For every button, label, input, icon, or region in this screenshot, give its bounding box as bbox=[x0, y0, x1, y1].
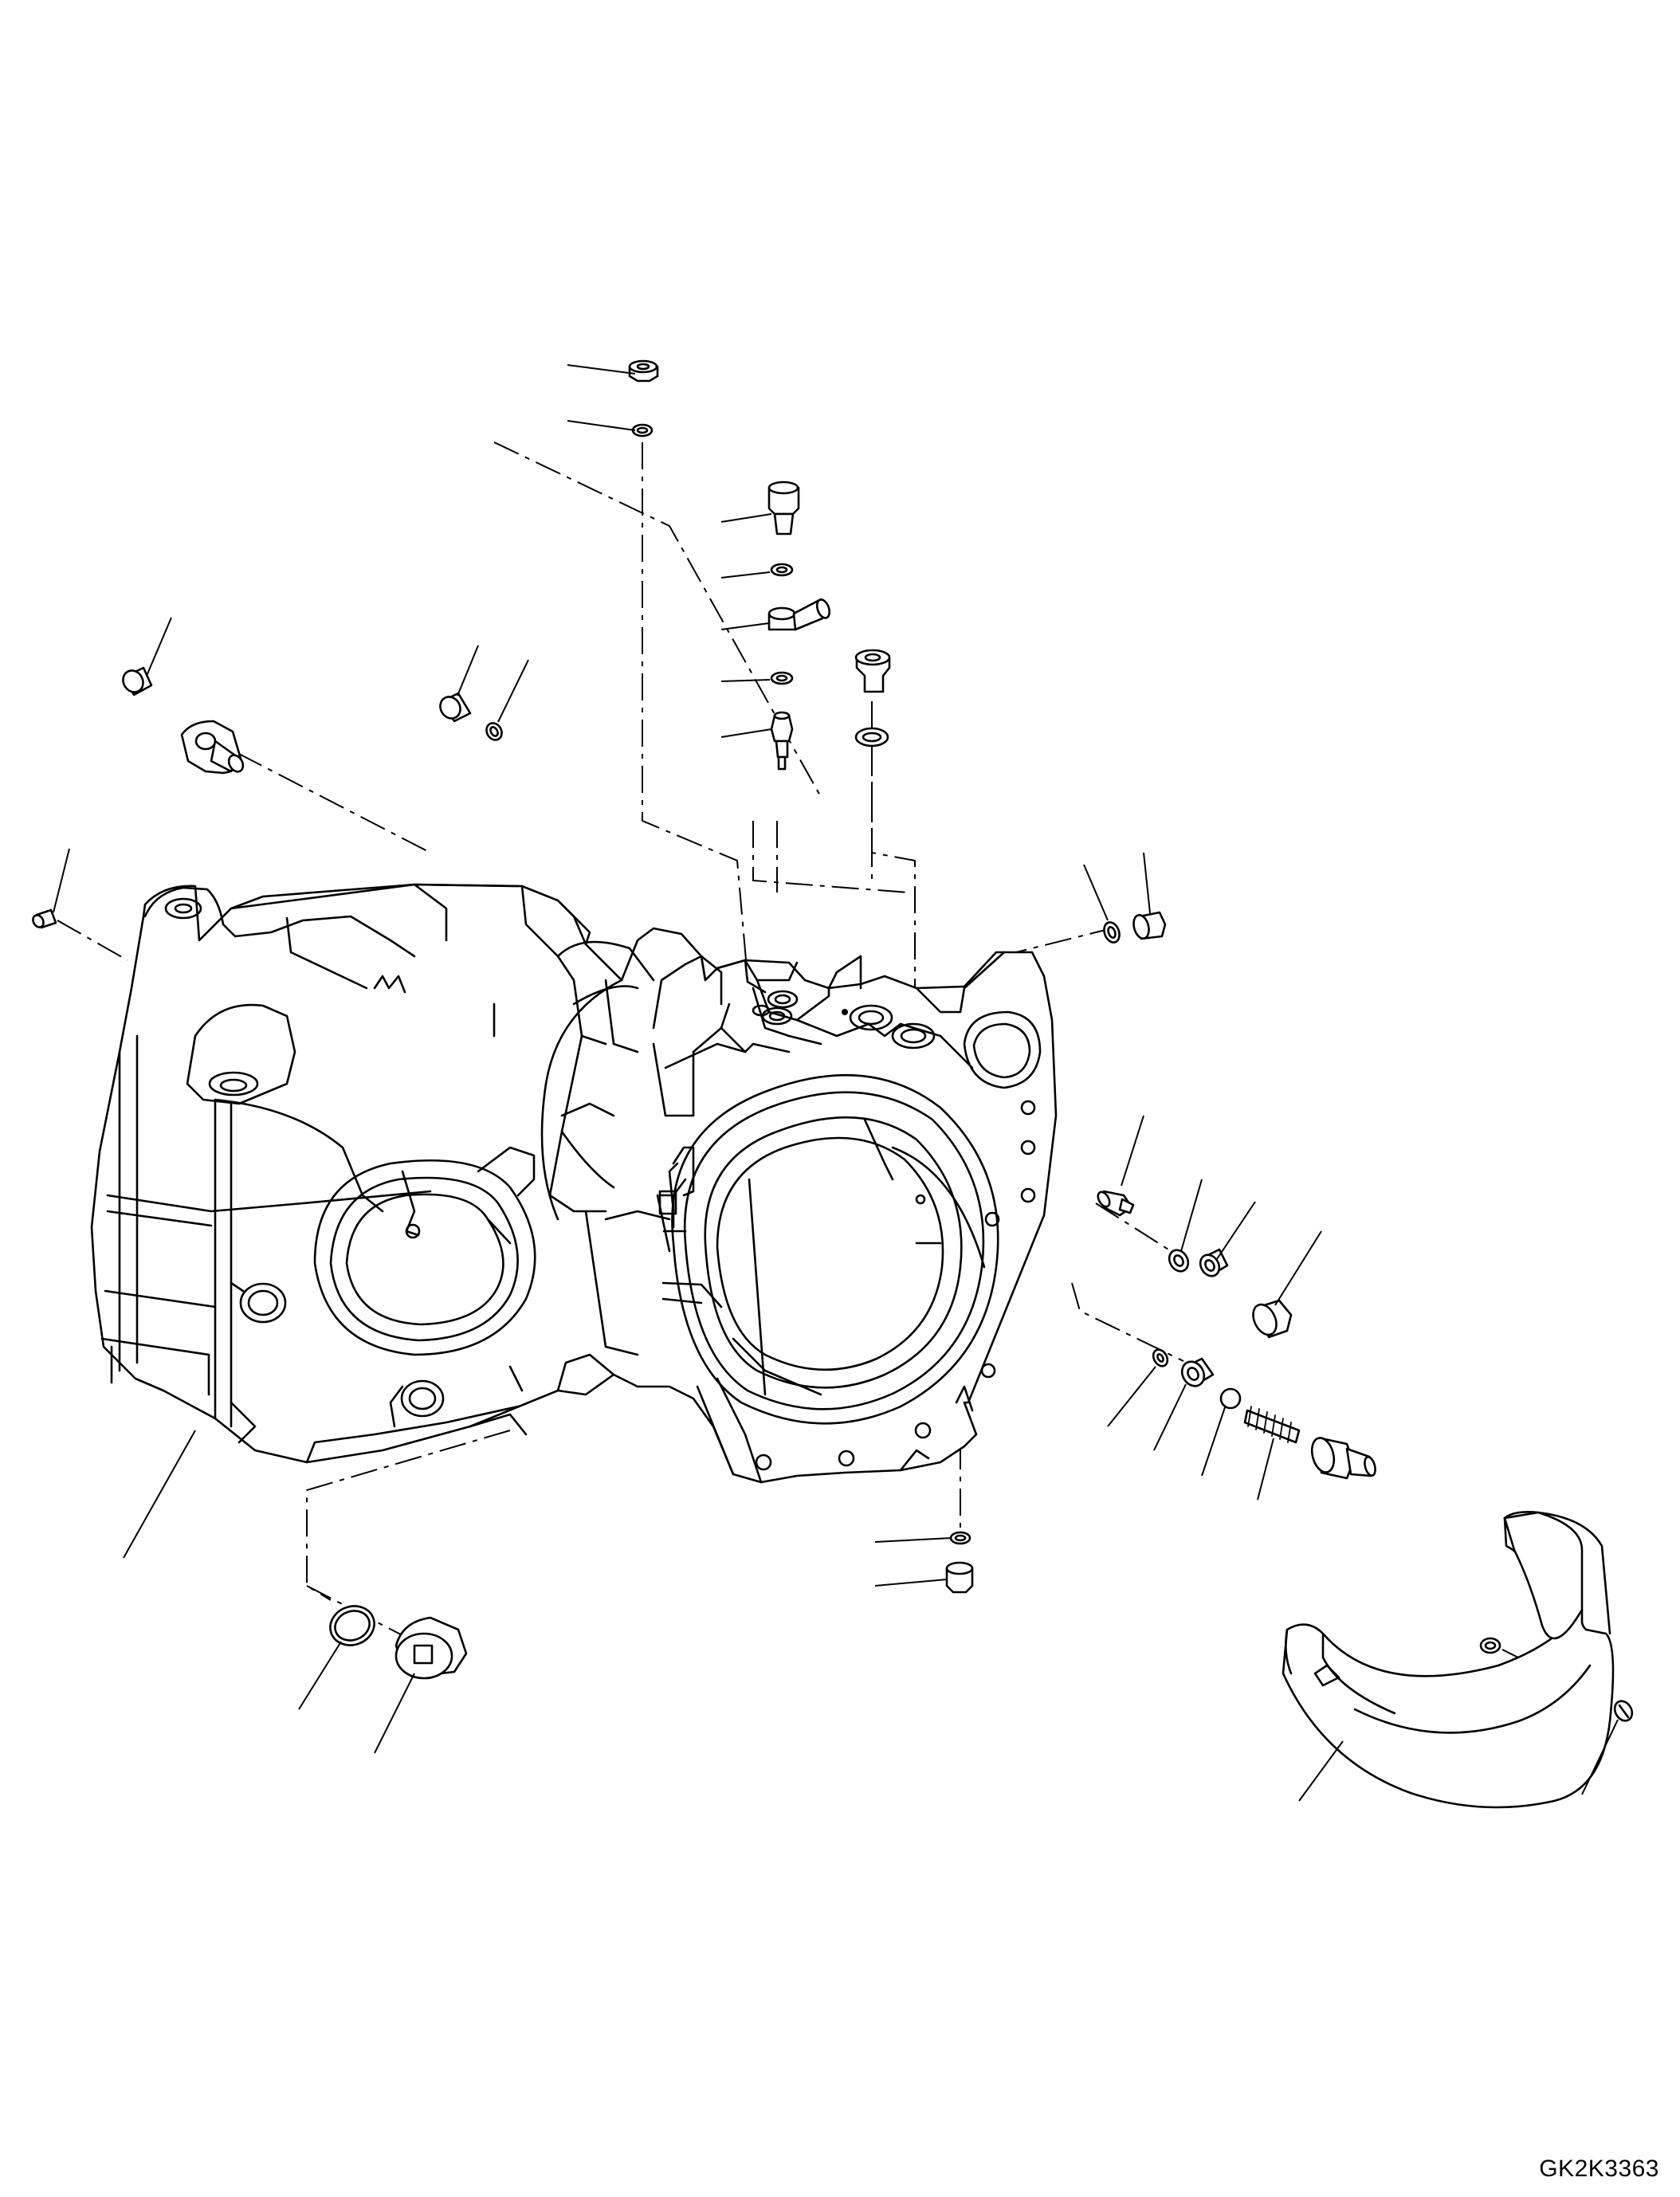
dowel-boss bbox=[180, 720, 245, 775]
right-plug bbox=[1132, 911, 1167, 940]
ring-a bbox=[1168, 1249, 1190, 1273]
seal-ring-top bbox=[854, 727, 889, 747]
banjo-fitting bbox=[767, 598, 831, 631]
top-plug bbox=[628, 359, 659, 383]
banjo-washer-lower bbox=[770, 671, 794, 685]
drain-oring bbox=[329, 1605, 375, 1646]
drawing-code: GK2K3363 bbox=[1539, 2156, 1659, 2182]
small-ring bbox=[485, 722, 503, 741]
hose-adapter bbox=[770, 711, 794, 771]
cover-screw bbox=[1613, 1700, 1634, 1722]
transmission-housing bbox=[90, 883, 1058, 1484]
drain-plug bbox=[394, 1616, 468, 1680]
top-washer bbox=[631, 423, 654, 437]
grease-nipple bbox=[1097, 1190, 1135, 1217]
cap-plug bbox=[1252, 1299, 1293, 1339]
spring bbox=[1243, 1406, 1301, 1444]
banjo-bolt bbox=[767, 481, 800, 536]
relief-plug bbox=[1310, 1437, 1376, 1480]
valve-seat bbox=[1180, 1357, 1215, 1387]
cover-shell bbox=[1282, 1511, 1615, 1809]
ring-b bbox=[1152, 1348, 1169, 1367]
right-ring bbox=[1103, 921, 1121, 944]
bottom-plug bbox=[945, 1561, 974, 1594]
small-bolt bbox=[439, 692, 472, 723]
bottom-ring bbox=[949, 1531, 971, 1545]
left-breather-plug bbox=[122, 666, 153, 696]
plug-with-seal bbox=[854, 649, 891, 693]
nut-a bbox=[1199, 1248, 1229, 1277]
ball bbox=[1219, 1387, 1242, 1410]
left-pin bbox=[32, 908, 57, 929]
leader-lines bbox=[53, 364, 1619, 1802]
banjo-washer-upper bbox=[770, 563, 794, 577]
